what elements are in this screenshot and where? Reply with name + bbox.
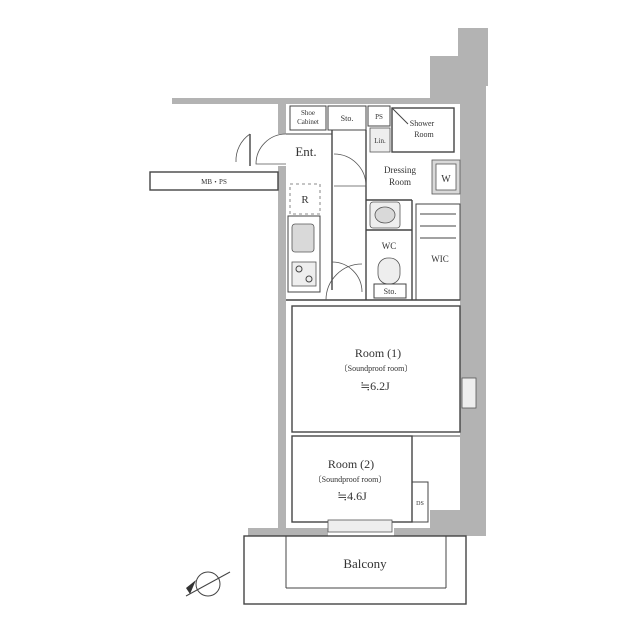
ds-label: DS <box>416 501 424 507</box>
shoe-cabinet-box <box>289 105 327 131</box>
ps-box <box>367 105 391 127</box>
linen-box <box>369 127 391 153</box>
wall-bottom-right <box>394 528 466 536</box>
basin-bowl <box>374 206 396 224</box>
shoe-cabinet-label-2: Cabinet <box>297 118 319 126</box>
wall-right-column-step <box>458 28 488 86</box>
shower-label-1: Shower <box>410 119 435 128</box>
room2-name: Room (2) <box>328 457 374 471</box>
entrance-door-swing <box>255 133 287 165</box>
entrance-label: Ent. <box>295 144 316 159</box>
upper-zone <box>235 105 461 301</box>
refrigerator-label: R <box>301 194 309 206</box>
wall-left-upper <box>278 104 286 134</box>
ds-box <box>411 481 429 523</box>
room1-note: 〔Soundproof room〕 <box>340 364 413 373</box>
dressing-door-swing <box>333 153 367 187</box>
wc-door-swing <box>331 261 363 293</box>
wall-left-mid <box>278 166 286 536</box>
washer-label: W <box>441 174 451 185</box>
balcony-outline <box>243 535 467 605</box>
kitchen-counter <box>287 215 321 293</box>
wall-bottom-left <box>248 528 328 536</box>
room2-note: 〔Soundproof room〕 <box>314 475 387 484</box>
wall-top <box>172 98 430 104</box>
room2-size: ≒4.6J <box>337 489 367 503</box>
walls <box>149 28 488 605</box>
wall-right-inner-clear <box>430 104 460 300</box>
stove-burner-icon <box>291 261 317 287</box>
room-door-swing <box>325 263 363 301</box>
room1-size: ≒6.2J <box>360 379 390 393</box>
north-arrow-icon <box>185 571 231 597</box>
linen-label: Lin. <box>374 137 386 145</box>
storage-wc-label: Sto. <box>384 287 397 296</box>
washer-inner <box>435 163 457 191</box>
storage-top-label: Sto. <box>341 114 354 123</box>
storage-top-box <box>327 105 367 131</box>
wc-storage-box <box>373 283 407 299</box>
toilet-icon <box>377 257 401 285</box>
refrigerator-box <box>289 183 321 215</box>
mbps-box <box>149 171 279 191</box>
shower-room-box <box>391 107 455 153</box>
kitchen-sink-icon <box>291 223 315 253</box>
dressing-label-2: Room <box>389 177 411 187</box>
shower-label-2: Room <box>414 130 434 139</box>
side-window <box>461 377 477 409</box>
balcony-label: Balcony <box>343 556 387 571</box>
rooms <box>291 305 477 533</box>
dressing-label-1: Dressing <box>384 165 416 175</box>
room1-name: Room (1) <box>355 346 401 360</box>
mbps-label: MB・PS <box>201 178 227 186</box>
entrance-door-arc <box>235 133 251 163</box>
ps-label: PS <box>375 113 383 121</box>
balcony-door <box>327 519 393 533</box>
wall-right-inner-clear2 <box>430 300 462 510</box>
shower-drain-line <box>391 107 409 125</box>
wic-label: WIC <box>431 254 449 264</box>
shoe-cabinet-label-1: Shoe <box>301 109 315 117</box>
wc-label: WC <box>382 241 397 251</box>
